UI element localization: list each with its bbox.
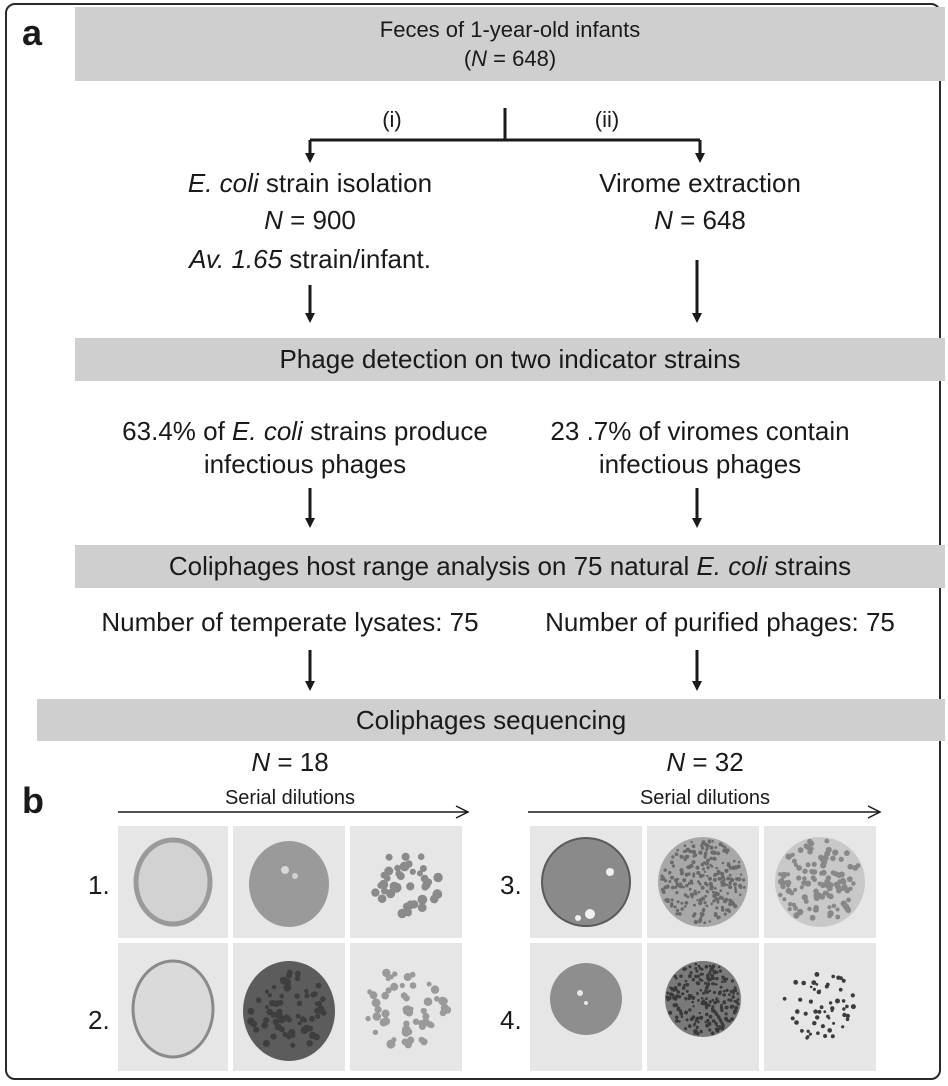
right-result: 23 .7% of viromes contain infectious pha… bbox=[550, 416, 850, 479]
branch-i-label: (i) bbox=[382, 107, 402, 132]
left-result: 63.4% of E. coli strains produce infecti… bbox=[122, 416, 488, 479]
feces-band: Feces of 1-year-old infants (N = 648) bbox=[75, 7, 945, 81]
dilution-arrowhead-left bbox=[455, 805, 470, 819]
plate-3-dilution-2 bbox=[647, 826, 759, 938]
panel-a-letter: a bbox=[22, 12, 43, 53]
branch-ii-label: (ii) bbox=[594, 107, 620, 132]
phage-detection-band: Phage detection on two indicator strains bbox=[75, 338, 945, 381]
plate-4-dilution-1 bbox=[530, 943, 642, 1071]
virome-extraction-n: N = 648 bbox=[654, 205, 746, 235]
plate-4-dilution-2 bbox=[647, 943, 759, 1071]
plate-2-dilution-3 bbox=[350, 943, 462, 1071]
feces-title: Feces of 1-year-old infants bbox=[379, 17, 641, 42]
plate-4-dilution-3 bbox=[764, 943, 876, 1071]
row-label-4: 4. bbox=[500, 1005, 522, 1035]
left-dilution-label: Serial dilutions bbox=[224, 787, 356, 809]
row-label-3: 3. bbox=[500, 870, 522, 900]
plate-2-dilution-2 bbox=[233, 943, 345, 1071]
purified-phages-count: Number of purified phages: 75 bbox=[545, 607, 895, 637]
right-dilution-label: Serial dilutions bbox=[639, 787, 771, 809]
plate-3-dilution-1 bbox=[530, 826, 642, 938]
temperate-lysates-count: Number of temperate lysates: 75 bbox=[101, 607, 479, 637]
plate-3-dilution-3 bbox=[764, 826, 876, 938]
figure-frame bbox=[5, 3, 941, 1080]
panel-b-letter: b bbox=[22, 780, 44, 821]
strain-isolation-avg: Av. 1.65 strain/infant. bbox=[189, 244, 431, 274]
strain-isolation-title: E. coli strain isolation bbox=[187, 168, 433, 198]
host-range-band: Coliphages host range analysis on 75 nat… bbox=[75, 545, 945, 588]
plate-1-dilution-3 bbox=[350, 826, 462, 938]
sequencing-band: Coliphages sequencing bbox=[37, 699, 945, 741]
feces-n: (N = 648) bbox=[463, 46, 557, 71]
dilution-arrowhead-right bbox=[867, 805, 882, 819]
row-label-2: 2. bbox=[88, 1005, 110, 1035]
plate-1-dilution-1 bbox=[118, 826, 228, 938]
left-group-n: N = 18 bbox=[251, 747, 329, 777]
plate-1-dilution-2 bbox=[233, 826, 345, 938]
virome-extraction-title: Virome extraction bbox=[599, 168, 801, 198]
right-group-n: N = 32 bbox=[666, 747, 744, 777]
plate-2-dilution-1 bbox=[118, 943, 228, 1071]
strain-isolation-n: N = 900 bbox=[264, 205, 356, 235]
row-label-1: 1. bbox=[88, 870, 110, 900]
